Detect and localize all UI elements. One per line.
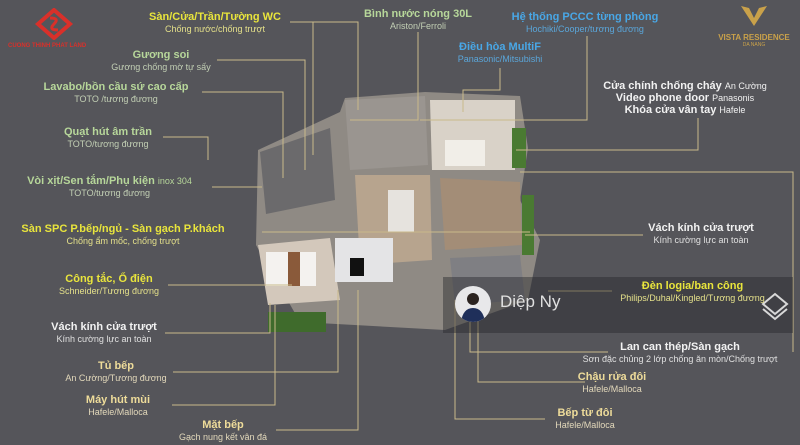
watermark-layers-icon	[761, 292, 789, 321]
avatar	[455, 286, 491, 322]
cuong-thinh-phat-logo: CUONG THINH PHAT LAND	[8, 8, 98, 53]
logo-text: CUONG THINH PHAT LAND	[8, 43, 87, 49]
vista-residence-logo: VISTA RESIDENCE DA NANG	[712, 4, 796, 52]
person-icon	[461, 293, 485, 322]
watermark-name: Diệp Ny	[500, 292, 561, 311]
leader-lines	[163, 21, 794, 431]
label-main-door: Cửa chính chống cháy An Cường Video phon…	[603, 80, 767, 116]
logo-subtext: DA NANG	[742, 42, 766, 48]
watermark-band	[443, 277, 793, 333]
logo-text: VISTA RESIDENCE	[718, 33, 790, 42]
logo-v-icon	[741, 6, 767, 26]
logo-mark-icon	[34, 8, 74, 40]
